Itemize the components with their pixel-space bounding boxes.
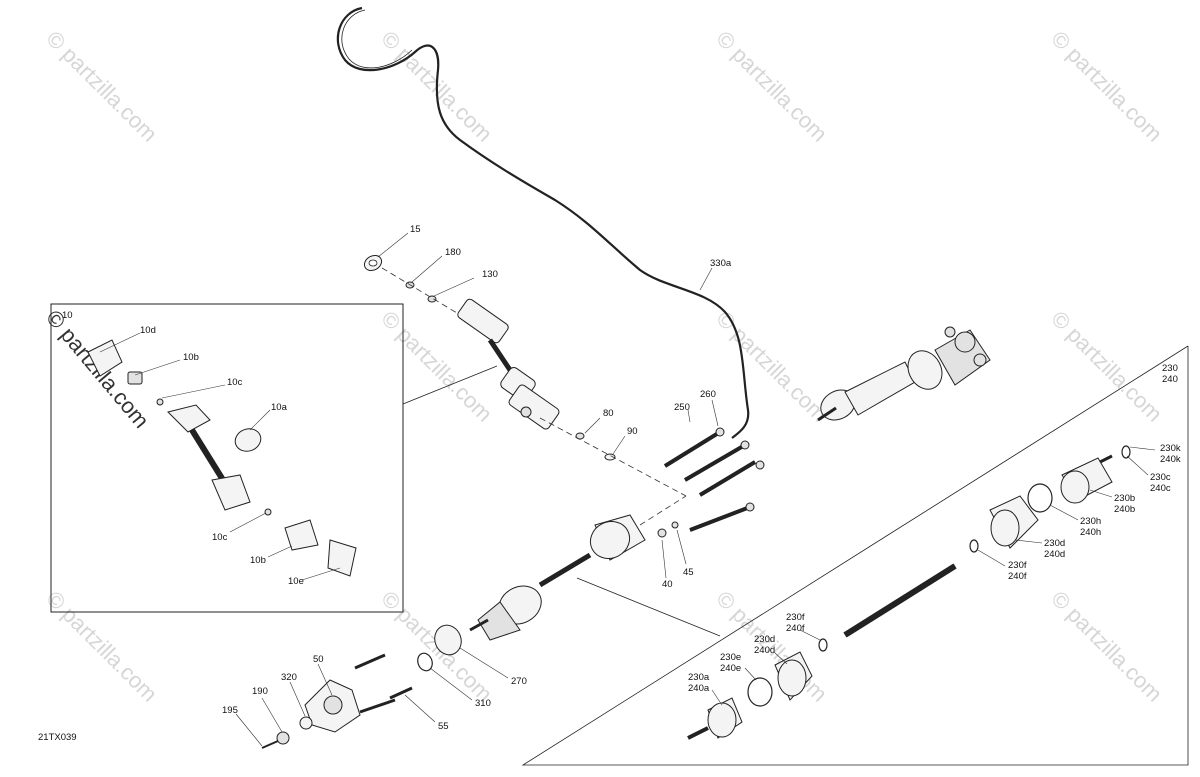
callout-240d: 240d [1044,549,1065,560]
circlip [1121,445,1131,459]
ring-310 [417,652,433,672]
callout-230h: 230h [1080,516,1101,527]
callout-labels: 15 180 130 330a 10 10d 10b 10c 10a 10c 1… [38,224,1181,743]
watermark: © partzilla.com [711,26,832,147]
callout-15: 15 [410,224,421,235]
callout-195: 195 [222,705,238,716]
watermark: © partzilla.com [41,586,162,707]
assembly-axis-top [381,267,463,317]
watermark: © partzilla.com [1046,306,1167,427]
callout-230: 230 [1162,363,1178,374]
callout-240: 240 [1162,374,1178,385]
callout-230d: 230d [1044,538,1065,549]
callout-230f: 230f [1008,560,1027,571]
callout-230c: 230c [1150,472,1171,483]
callout-90: 90 [627,426,638,437]
breather-hose [336,6,750,439]
diagram-id: 21TX039 [38,732,77,743]
callout-10c: 10c [227,377,243,388]
callout-10b: 10b [183,352,199,363]
bolts-group [657,427,765,538]
front-propeller-shaft [457,298,560,430]
nut [427,295,437,303]
callout-230k: 230k [1160,443,1181,454]
inset-pointer-line [402,365,498,405]
callout-40: 40 [662,579,673,590]
cv-inset-pointer-line [576,577,721,637]
seal-270 [434,624,462,656]
cv-joint-parts [687,445,1131,740]
callout-55: 55 [438,721,449,732]
callout-240b: 240b [1114,504,1135,515]
assembly-axis-mid [539,417,687,497]
drive-axle-upper [817,326,991,422]
callout-230f-lower: 230f [786,612,805,623]
callout-230e: 230e [720,652,741,663]
callout-50: 50 [313,654,324,665]
watermarks: © partzilla.com © partzilla.com © partzi… [41,26,1167,707]
callout-230b: 230b [1114,493,1135,504]
callout-240f-lower: 240f [786,623,805,634]
inset-driveshaft-parts [87,339,357,577]
wheel-hub [261,653,413,749]
callout-10c-lower: 10c [212,532,228,543]
callout-130: 130 [482,269,498,280]
callout-240k: 240k [1160,454,1181,465]
leader-lines [99,232,1156,747]
callout-10: 10 [62,310,73,321]
callout-240c: 240c [1150,483,1171,494]
callout-260: 260 [700,389,716,400]
callout-330a: 330a [710,258,732,269]
callout-310: 310 [475,698,491,709]
callout-80: 80 [603,408,614,419]
callout-250: 250 [674,402,690,413]
callout-45: 45 [683,567,694,578]
callout-190: 190 [252,686,268,697]
breather-hose-edge [341,9,413,69]
watermark: © partzilla.com [1046,586,1167,707]
callout-180: 180 [445,247,461,258]
callout-10a: 10a [271,402,288,413]
seal-ring-hole [368,259,378,267]
callout-230a: 230a [688,672,710,683]
callout-240a: 240a [688,683,710,694]
watermark: © partzilla.com [711,306,832,427]
callout-230d-lower: 230d [754,634,775,645]
inset-frame [50,303,404,613]
callout-240f: 240f [1008,571,1027,582]
watermark: © partzilla.com [41,26,162,147]
callout-10d: 10d [140,325,156,336]
callout-240h: 240h [1080,527,1101,538]
callout-10b-lower: 10b [250,555,266,566]
callout-270: 270 [511,676,527,687]
callout-240e: 240e [720,663,741,674]
callout-320: 320 [281,672,297,683]
drive-axle-lower [469,495,687,641]
cv-joint-inset-frame [521,345,1189,766]
washer [604,453,616,461]
callout-240d-lower: 240d [754,645,775,656]
watermark: © partzilla.com [1046,26,1167,147]
callout-10e: 10e [288,576,304,587]
